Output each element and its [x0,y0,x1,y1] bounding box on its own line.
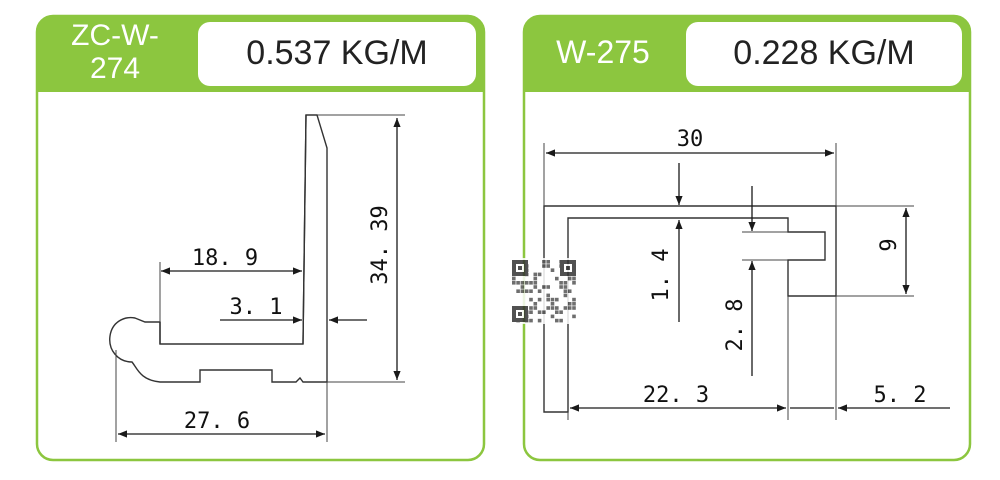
dim-slot-label: 2. 8 [723,299,748,352]
weight-value: 0.228 KG/M [733,34,914,72]
dim-width-label: 27. 6 [184,409,250,434]
dim-flange-label: 18. 9 [192,246,258,271]
product-code-line2: 274 [90,52,140,85]
dim-wall-label: 1. 4 [649,249,674,302]
product-code: W-275 [556,34,650,70]
dim-height-label: 34. 39 [368,205,393,284]
dim-lip-label: 5. 2 [874,383,927,408]
dim-width-label: 30 [677,127,704,152]
dim-right-height-label: 9 [877,238,902,251]
dim-thickness-label: 3. 1 [230,295,283,320]
weight-box [198,22,476,86]
qr-code-icon [510,258,578,324]
product-code-line1: ZC-W- [71,19,159,52]
weight-box [686,22,962,86]
panel-zc-w-274: ZC-W- 274 0.537 KG/M 34. 39 18. 9 3. 1 2… [35,14,486,462]
panel-w-275: W-275 0.228 KG/M 30 1. 4 2. 8 9 22. 3 [522,14,972,462]
profile-outline [109,114,328,383]
weight-value: 0.537 KG/M [246,34,427,72]
dim-inner-width-label: 22. 3 [643,383,709,408]
profile-inner-edge [302,114,307,345]
